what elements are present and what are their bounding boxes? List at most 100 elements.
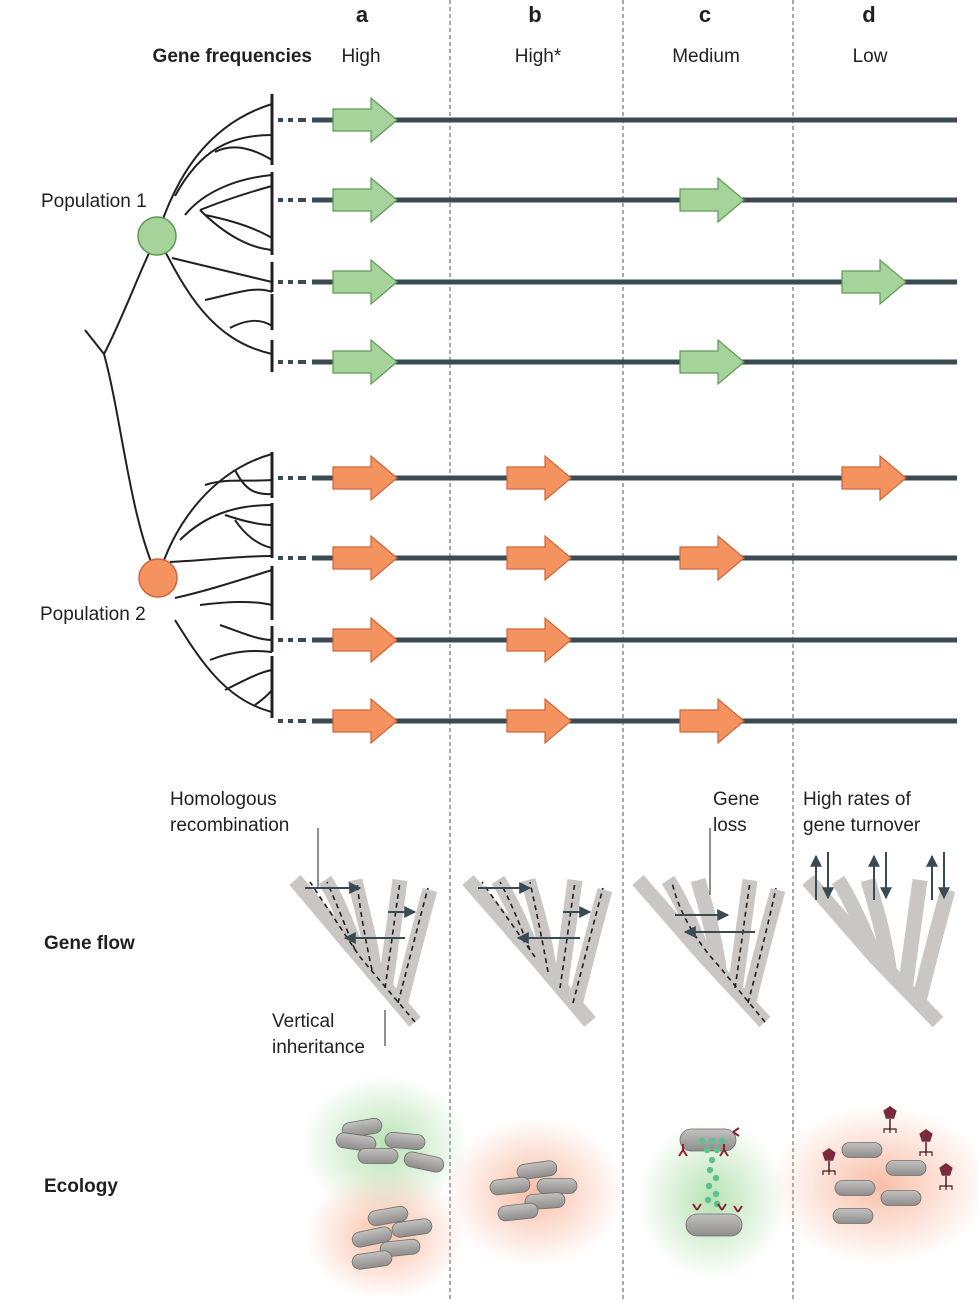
phylogenetic-tree bbox=[84, 103, 273, 713]
tree-branch bbox=[224, 514, 273, 526]
phage-icon bbox=[919, 1129, 933, 1156]
bacterial-cell bbox=[384, 1132, 426, 1150]
genome-row bbox=[278, 338, 957, 386]
genome-row bbox=[278, 454, 957, 502]
phage-icon bbox=[883, 1106, 897, 1133]
bacterial-cell bbox=[335, 1132, 377, 1152]
gene-arrow-d bbox=[841, 258, 907, 306]
phage-legs bbox=[822, 1170, 836, 1175]
frequency-c: Medium bbox=[672, 46, 740, 67]
tree-branch bbox=[204, 288, 273, 301]
tree-branch bbox=[214, 146, 273, 161]
tree-branch bbox=[156, 235, 273, 355]
tree-branch bbox=[234, 519, 273, 549]
tree-branch bbox=[209, 649, 273, 661]
bacterial-cell bbox=[841, 1142, 883, 1158]
gene-frequencies-label: Gene frequencies bbox=[153, 46, 312, 67]
gene-arrow-a bbox=[332, 454, 398, 502]
column-letter-d: d bbox=[862, 2, 875, 27]
column-letter-a: a bbox=[356, 2, 369, 27]
gene-arrow-a bbox=[332, 338, 398, 386]
gene-arrow-c bbox=[679, 534, 745, 582]
tree-branch bbox=[219, 624, 273, 641]
genome-row bbox=[278, 96, 957, 144]
tree-branch bbox=[169, 555, 273, 563]
gene-flow-label: Gene flow bbox=[44, 933, 135, 954]
tree-branch bbox=[204, 479, 273, 486]
tree-branch bbox=[199, 185, 273, 211]
bacterial-cell bbox=[351, 1250, 393, 1270]
gene-arrow-a bbox=[332, 697, 398, 745]
tree-branch-pop2 bbox=[103, 353, 159, 579]
frequency-d: Low bbox=[853, 46, 888, 67]
phage-legs bbox=[883, 1128, 897, 1133]
tree-branch bbox=[199, 209, 273, 251]
bacterial-cell bbox=[832, 1208, 874, 1224]
genome-row bbox=[278, 258, 957, 306]
tree-branch bbox=[179, 504, 273, 541]
phage-icon bbox=[822, 1148, 836, 1175]
phage-head bbox=[939, 1163, 953, 1176]
gene-flow-tree-a bbox=[289, 828, 438, 1046]
gene-arrow-a bbox=[332, 96, 398, 144]
gene-loss-label-line2: loss bbox=[713, 815, 747, 836]
tree-branch bbox=[254, 689, 273, 706]
gene-arrow-a bbox=[332, 258, 398, 306]
bacterial-cell bbox=[536, 1178, 578, 1194]
vertical-inheritance-label-line2: inheritance bbox=[272, 1037, 365, 1058]
gene-arrow-c bbox=[679, 697, 745, 745]
population-2-label: Population 2 bbox=[40, 604, 146, 625]
tree-branch bbox=[156, 103, 273, 237]
bacterial-cell bbox=[379, 1238, 421, 1258]
ecology-label: Ecology bbox=[44, 1176, 118, 1197]
gene-arrow-d bbox=[841, 454, 907, 502]
bacterial-cell bbox=[367, 1205, 409, 1227]
phage-head bbox=[822, 1148, 836, 1161]
gene-arrow-b bbox=[506, 697, 572, 745]
gene-arrow-c bbox=[679, 176, 745, 224]
bacterial-cell bbox=[403, 1151, 445, 1173]
vertical-inheritance-label-line1: Vertical bbox=[272, 1011, 334, 1032]
phage-legs bbox=[919, 1151, 933, 1156]
tree-branch bbox=[157, 453, 273, 579]
bacterial-cell bbox=[685, 1213, 743, 1237]
column-dividers bbox=[449, 0, 794, 1302]
phage-head bbox=[919, 1129, 933, 1142]
tree-branch bbox=[174, 134, 273, 197]
gene-arrow-b bbox=[506, 534, 572, 582]
signalling-molecules bbox=[678, 1127, 743, 1213]
bacterial-cell bbox=[489, 1176, 531, 1196]
phage-head bbox=[883, 1106, 897, 1119]
gene-flow-tree-c bbox=[632, 828, 786, 1028]
ecology-glow-b-orange bbox=[445, 1117, 625, 1267]
genome-row bbox=[278, 534, 957, 582]
ecology-cells bbox=[335, 1117, 927, 1270]
gene-turnover-label-line2: gene turnover bbox=[803, 815, 921, 836]
gene-arrow-a bbox=[332, 616, 398, 664]
tree-branch bbox=[204, 214, 273, 239]
tree-branch bbox=[234, 469, 273, 496]
tree-branch bbox=[224, 669, 273, 691]
genome-row bbox=[278, 616, 957, 664]
column-letter-c: c bbox=[699, 2, 711, 27]
gene-arrow-b bbox=[506, 454, 572, 502]
bacterial-cell bbox=[391, 1218, 433, 1238]
phage-icon bbox=[939, 1163, 953, 1190]
homologous-recombination-label-line1: Homologous bbox=[170, 789, 277, 810]
gene-arrow-b bbox=[506, 616, 572, 664]
bacterial-cell bbox=[885, 1160, 927, 1176]
tree-branch bbox=[184, 174, 273, 216]
ecology-glow-c-green bbox=[637, 1120, 787, 1280]
gene-arrow-a bbox=[332, 176, 398, 224]
frequency-b: High* bbox=[515, 46, 562, 67]
tree-root bbox=[84, 329, 105, 355]
bacterial-cell bbox=[497, 1202, 539, 1222]
column-letter-b: b bbox=[528, 2, 541, 27]
frequency-a: High bbox=[341, 46, 380, 67]
tree-branch bbox=[174, 569, 273, 599]
population-1-label: Population 1 bbox=[41, 191, 147, 212]
genome-row bbox=[278, 176, 957, 224]
genome-row bbox=[278, 697, 957, 745]
gene-flow-tree-b bbox=[462, 875, 613, 1027]
